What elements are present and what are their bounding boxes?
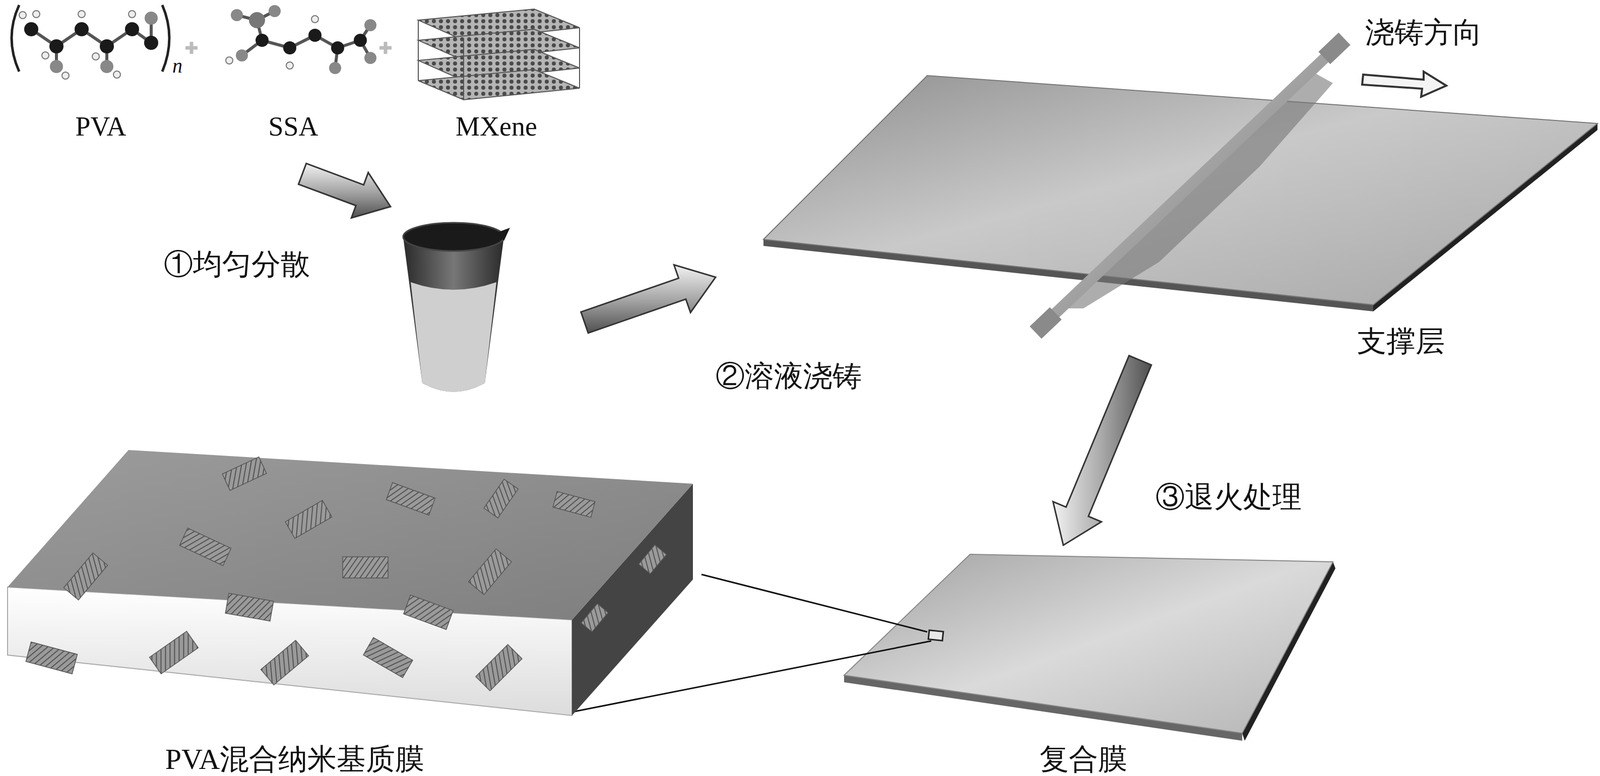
composite-membrane [844,554,1336,741]
node-label: 支撑层 [1357,325,1445,359]
component-label: PVA [75,110,126,143]
matrix-membrane-block [7,450,693,716]
mxene-crystal [418,9,580,100]
process-arrow [1053,355,1152,546]
support-layer-node: 支撑层 [758,70,1598,356]
process-arrow [581,265,716,334]
component-label: SSA [268,110,318,143]
beaker [403,222,510,393]
subscript: n [172,54,183,78]
component-label: MXene [455,110,538,143]
step-label: ③退火处理 [1155,480,1302,515]
matrix-membrane-node: PVA混合纳米基质膜 [5,443,711,775]
direction-label: 浇铸方向 [1365,16,1483,50]
step-label: ①均匀分散 [163,247,310,282]
node-label: 复合膜 [1039,742,1128,776]
process-arrow [298,163,391,218]
pva-molecule [11,5,170,80]
ssa-molecule [225,5,377,75]
node-label: PVA混合纳米基质膜 [165,742,425,776]
step-label: ②溶液浇铸 [715,359,862,394]
composite-membrane-node: 复合膜 [836,549,1341,775]
direction-arrow [1362,71,1447,97]
support-layer [763,38,1598,333]
